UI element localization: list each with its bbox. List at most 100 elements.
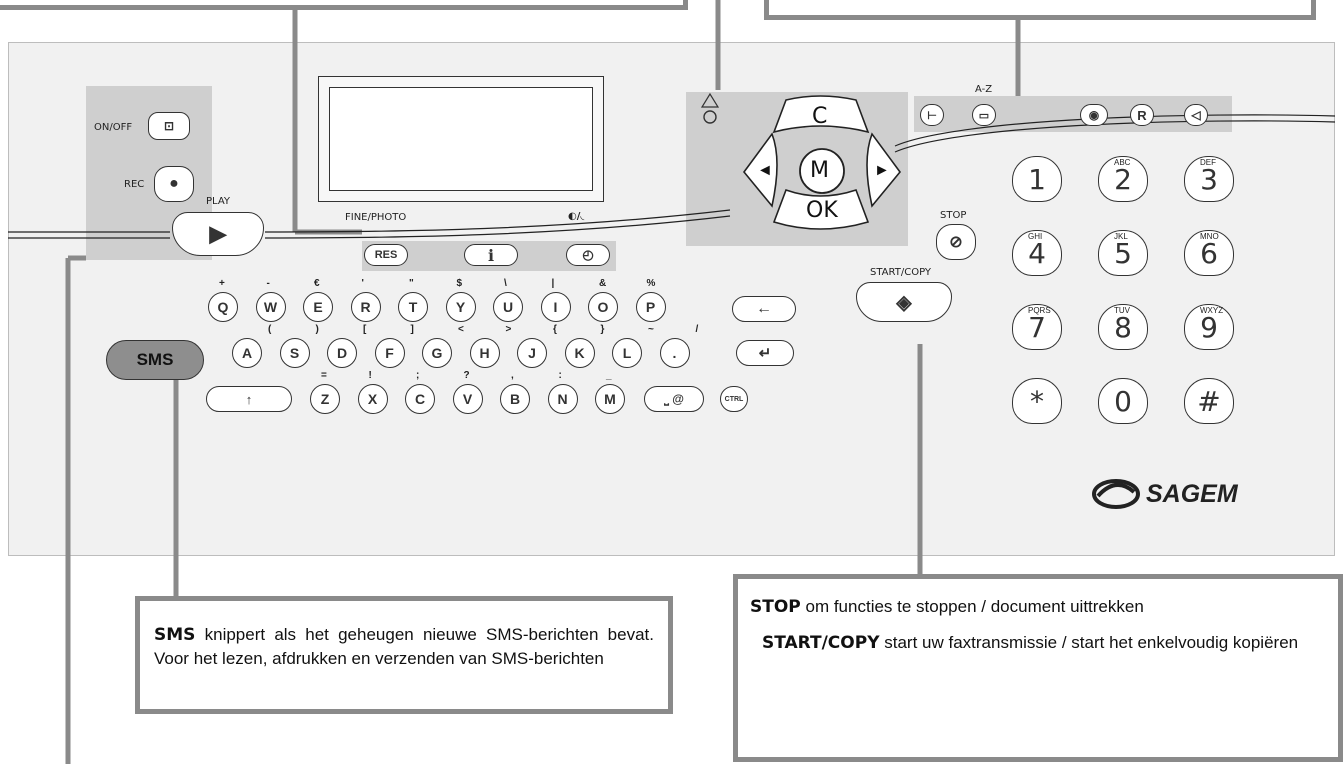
stop-start-callout: STOP om functies te stoppen / document u…	[733, 574, 1343, 762]
keyboard-symbol: (	[268, 324, 272, 335]
keyboard-key-j[interactable]: J	[517, 338, 547, 368]
numpad-digit: 4	[1028, 236, 1046, 270]
keyboard-symbol: &	[599, 278, 607, 289]
keyboard-key-e[interactable]: E	[303, 292, 333, 322]
nav-right-arrow-icon[interactable]: ►	[874, 162, 890, 179]
keyboard-key-w[interactable]: W	[255, 292, 286, 322]
keyboard-symbol: -	[266, 278, 270, 289]
sms-button[interactable]: SMS	[106, 340, 204, 380]
keyboard-key-g[interactable]: G	[422, 338, 452, 368]
keyboard-key-k[interactable]: K	[564, 338, 595, 368]
nav-key-m[interactable]: M	[810, 158, 829, 183]
keyboard-key-period[interactable]: .	[659, 338, 690, 368]
speaker-icon[interactable]: ◁	[1184, 104, 1208, 126]
keyboard-key-v[interactable]: V	[452, 384, 483, 414]
numpad-key-2[interactable]: 2	[1098, 156, 1148, 202]
keyboard-key-c[interactable]: C	[405, 384, 435, 414]
on-off-button[interactable]: ⊡	[148, 112, 190, 140]
keyboard-key-p[interactable]: P	[635, 292, 666, 322]
numpad-letters: WXYZ	[1200, 306, 1224, 315]
keyboard-symbol: $	[456, 278, 463, 289]
stop-button[interactable]: ⊘	[936, 224, 976, 260]
numpad-digit: 0	[1114, 384, 1132, 418]
start-copy-label: START/COPY	[870, 267, 931, 278]
rec-label: REC	[124, 179, 145, 190]
keyboard-key-shift[interactable]: ↑	[206, 386, 292, 412]
nav-key-c[interactable]: C	[812, 104, 828, 129]
res-button[interactable]: RES	[364, 244, 408, 266]
keyboard-symbol: !	[368, 370, 372, 381]
numpad-key-7[interactable]: 7	[1012, 304, 1062, 350]
keyboard-key-n[interactable]: N	[547, 384, 578, 414]
keyboard-key-s[interactable]: S	[279, 338, 310, 368]
start-copy-button[interactable]: ◈	[856, 282, 952, 322]
numpad-key-6[interactable]: 6	[1184, 230, 1234, 276]
lcd-display	[318, 76, 604, 202]
resolution-indicator-icon: ◐/◟	[568, 211, 585, 222]
keyboard-key-m[interactable]: M	[595, 384, 625, 414]
on-off-label: ON/OFF	[94, 122, 133, 133]
keyboard-key-x[interactable]: X	[357, 384, 388, 414]
rec-button[interactable]: ●	[154, 166, 194, 202]
keyboard-symbol: =	[321, 370, 327, 381]
keyboard-key-a[interactable]: A	[232, 338, 262, 368]
numpad-digit: 9	[1200, 310, 1218, 344]
numpad-key-9[interactable]: 9	[1184, 304, 1234, 350]
keyboard-key-q[interactable]: Q	[208, 292, 238, 322]
keyboard-key-f[interactable]: F	[374, 338, 405, 368]
keyboard-key-space[interactable]: ⎵ @	[644, 386, 704, 412]
keyboard-symbol: >	[505, 324, 512, 335]
numpad-key-3[interactable]: 3	[1184, 156, 1234, 202]
numpad-key-4[interactable]: 4	[1012, 230, 1062, 276]
keyboard-symbol: :	[558, 370, 562, 381]
numpad-letters: JKL	[1114, 232, 1128, 241]
top-right-callout-edge	[764, 0, 1316, 20]
timer-button[interactable]: ◴	[566, 244, 610, 266]
keyboard-key-u[interactable]: U	[493, 292, 523, 322]
stop-icon: ⊘	[949, 234, 963, 251]
keyboard-key-h[interactable]: H	[469, 338, 500, 368]
recall-r-icon[interactable]: R	[1130, 104, 1154, 126]
start-callout-title: START/COPY	[762, 633, 880, 653]
keyboard-key-enter[interactable]: ↵	[736, 340, 794, 366]
keyboard-key-b[interactable]: B	[500, 384, 530, 414]
numpad-key-1[interactable]: 1	[1012, 156, 1062, 202]
fine-photo-label: FINE/PHOTO	[345, 212, 407, 223]
nav-key-ok[interactable]: OK	[806, 198, 838, 223]
keyboard-key-r[interactable]: R	[350, 292, 381, 322]
directory-book-icon[interactable]: ▭	[972, 104, 996, 126]
stop-callout-text: om functies te stoppen / document uittre…	[805, 597, 1144, 616]
keyboard-symbol: ;	[416, 370, 420, 381]
keyboard-symbol: +	[219, 278, 225, 289]
keyboard-key-y[interactable]: Y	[445, 292, 476, 322]
numpad-key-8[interactable]: 8	[1098, 304, 1148, 350]
numpad-key-star[interactable]: *	[1012, 378, 1062, 424]
keyboard-key-t[interactable]: T	[398, 292, 428, 322]
start-diamond-icon: ◈	[896, 291, 912, 314]
keyboard-symbol: /	[695, 324, 699, 335]
numpad-digit: 1	[1028, 162, 1046, 196]
keyboard-key-ctrl[interactable]: CTRL	[720, 386, 748, 412]
numpad-key-5[interactable]: 5	[1098, 230, 1148, 276]
numpad-key-hash[interactable]: #	[1184, 378, 1234, 424]
play-button[interactable]: ▶	[172, 212, 264, 256]
keyboard-symbol: €	[314, 278, 320, 289]
numpad-digit: 7	[1028, 310, 1046, 344]
record-message-icon[interactable]: ◉	[1080, 104, 1108, 126]
keyboard-key-d[interactable]: D	[327, 338, 357, 368]
numpad-letters: MNO	[1200, 232, 1219, 241]
nav-left-arrow-icon[interactable]: ◄	[757, 162, 773, 179]
keyboard-key-z[interactable]: Z	[310, 384, 340, 414]
keyboard-key-o[interactable]: O	[588, 292, 618, 322]
keyboard-key-i[interactable]: I	[540, 292, 571, 322]
keyboard-symbol: \	[504, 278, 507, 289]
keyboard-key-backspace[interactable]: ←	[732, 296, 796, 322]
keyboard-key-l[interactable]: L	[612, 338, 642, 368]
fax-tray-icon[interactable]: ⊢	[920, 104, 944, 126]
keyboard-symbol: ,	[511, 370, 514, 381]
play-label: PLAY	[206, 196, 231, 207]
info-button[interactable]: i	[464, 244, 518, 266]
sms-callout-title: SMS	[154, 625, 196, 645]
numpad-key-0[interactable]: 0	[1098, 378, 1148, 424]
